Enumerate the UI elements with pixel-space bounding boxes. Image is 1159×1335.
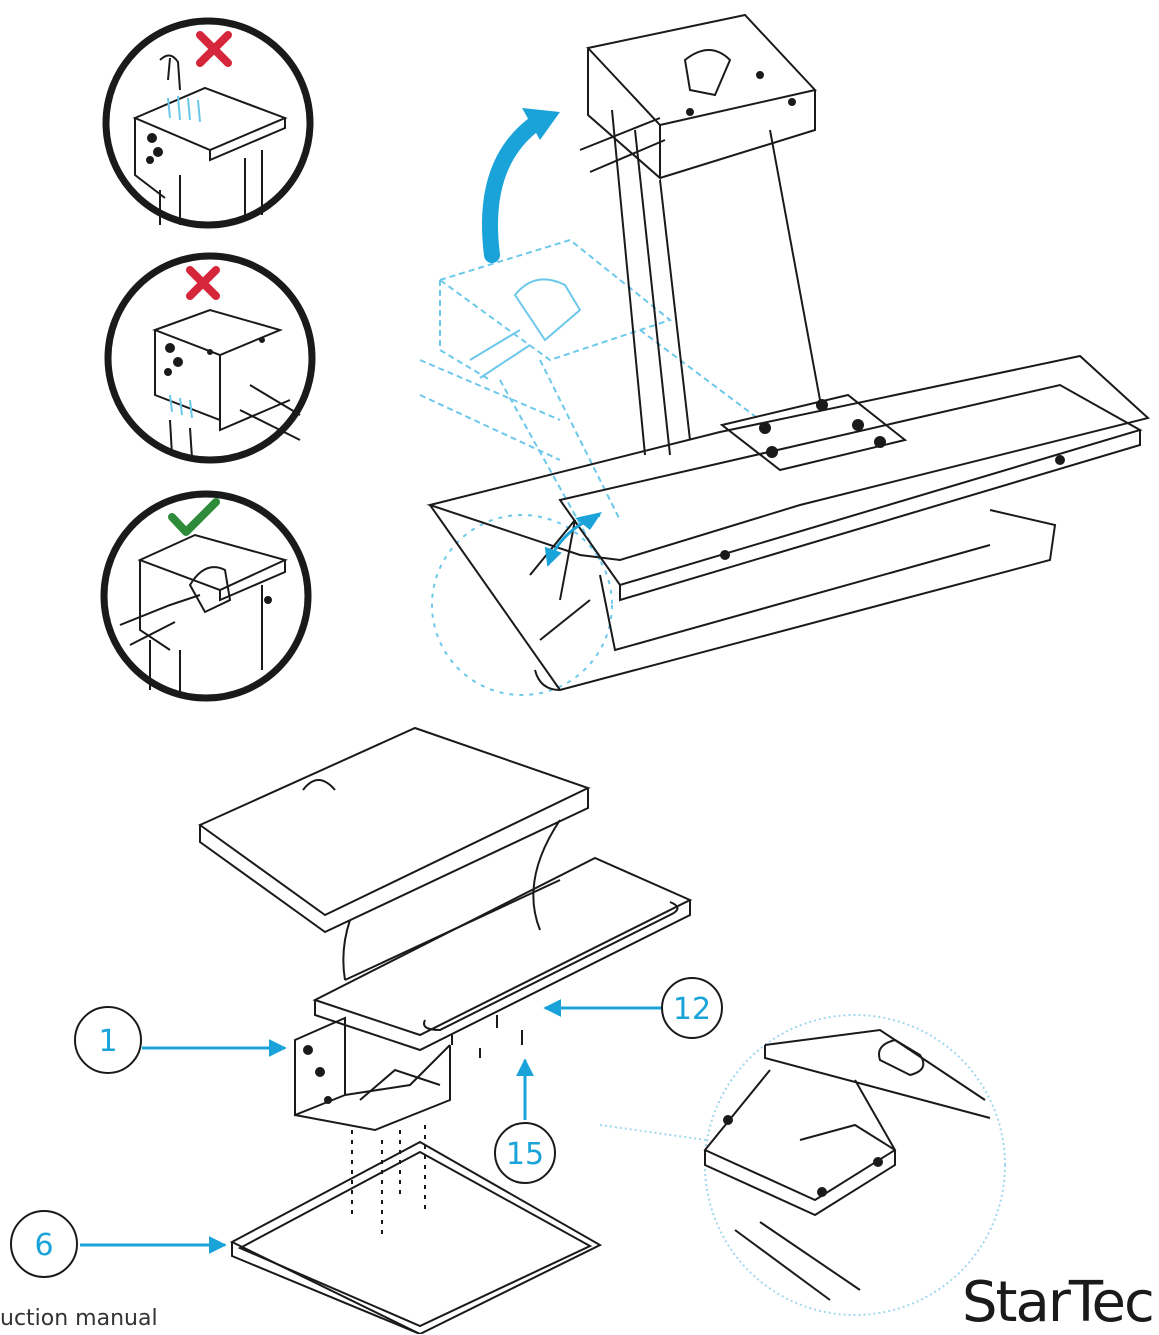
- panel-wrong-grip-side: [104, 252, 316, 464]
- cross-icon: [196, 31, 232, 67]
- detail-inset: [599, 1014, 1006, 1316]
- callout-part-6: 6: [10, 1210, 78, 1278]
- check-icon: [168, 498, 220, 536]
- svg-text:6: 6: [34, 1228, 53, 1263]
- rotate-arrowhead: [522, 108, 560, 140]
- ghost-position: [419, 238, 761, 696]
- svg-text:15: 15: [506, 1137, 544, 1172]
- lower-exploded-illustration: 1 12 15 6: [10, 726, 1006, 1334]
- cross-icon: [186, 266, 220, 300]
- ghost-hand: [469, 278, 582, 379]
- rotate-arrow: [482, 112, 548, 263]
- panel-wrong-grip-top: [102, 17, 314, 229]
- callout-part-1: 1: [74, 1006, 142, 1074]
- svg-text:1: 1: [98, 1024, 117, 1059]
- lever-arrowhead: [575, 512, 602, 530]
- panel-correct-grip: [100, 490, 312, 702]
- manual-footer-text: uction manual: [0, 1306, 158, 1331]
- upper-assembly-illustration: [419, 13, 1151, 696]
- callout-part-15: 15: [494, 1122, 556, 1184]
- callout-part-12: 12: [661, 977, 723, 1039]
- svg-text:12: 12: [673, 992, 711, 1027]
- brand-logo-text: StarTec: [962, 1270, 1155, 1335]
